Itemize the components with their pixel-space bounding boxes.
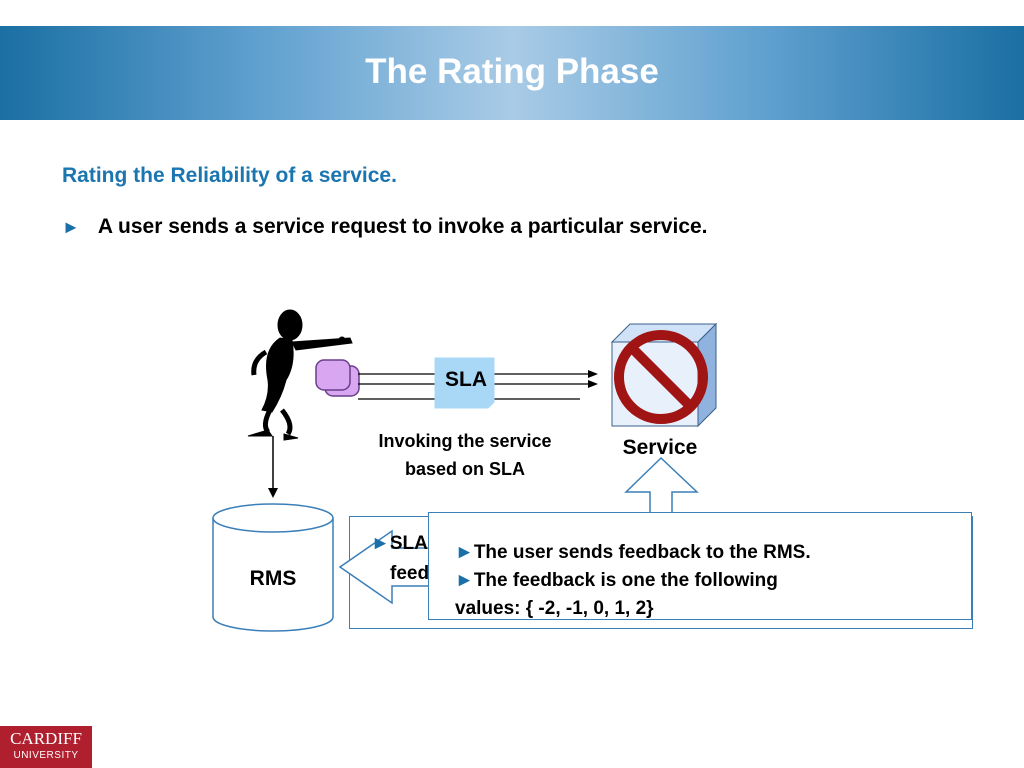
sla-document-icon bbox=[434, 357, 495, 409]
bullet-arrow-icon: ► bbox=[455, 542, 474, 563]
service-label: Service bbox=[622, 436, 698, 459]
sla-label: SLA bbox=[445, 368, 487, 391]
arrow-head-icon bbox=[588, 380, 598, 388]
behind-text-sla: SLA bbox=[389, 533, 428, 554]
message-scroll-icon bbox=[315, 359, 360, 397]
feedback-callout: ►The user sends feedback to the RMS. ►Th… bbox=[428, 512, 972, 620]
rms-label: RMS bbox=[249, 567, 297, 590]
bullet-arrow-icon: ► bbox=[371, 533, 390, 554]
user-figure-icon bbox=[247, 309, 353, 441]
arrow-head-icon bbox=[268, 488, 278, 498]
rms-database-icon bbox=[212, 503, 334, 632]
behind-text-line2: feed bbox=[390, 563, 430, 584]
invoke-label-line1: Invoking the service bbox=[378, 431, 552, 451]
callout-line3: values: { -2, -1, 0, 1, 2} bbox=[455, 598, 654, 619]
callout-line1: ►The user sends feedback to the RMS. bbox=[455, 539, 951, 567]
logo-line1: CARDIFF bbox=[10, 729, 82, 748]
cardiff-university-logo: CARDIFF UNIVERSITY bbox=[0, 726, 92, 768]
invoke-label-line2: based on SLA bbox=[404, 459, 525, 479]
bullet-point: ► A user sends a service request to invok… bbox=[62, 215, 708, 239]
bullet-text: A user sends a service request to invoke… bbox=[97, 215, 708, 238]
bullet-arrow-icon: ► bbox=[62, 217, 80, 237]
up-block-arrow bbox=[624, 456, 699, 521]
callout-text1: The user sends feedback to the RMS. bbox=[473, 542, 811, 563]
callout-text2: The feedback is one the following bbox=[473, 570, 778, 591]
prohibited-icon bbox=[614, 330, 708, 424]
arrow-head-icon bbox=[588, 370, 598, 378]
callout-line2: ►The feedback is one the following bbox=[455, 567, 951, 595]
title-banner bbox=[0, 26, 1024, 120]
page-title: The Rating Phase bbox=[365, 52, 659, 91]
bullet-arrow-icon: ► bbox=[455, 570, 474, 591]
logo-line2: UNIVERSITY bbox=[13, 750, 79, 761]
behind-text-line1: ►SLA bbox=[371, 533, 428, 555]
section-subtitle: Rating the Reliability of a service. bbox=[62, 164, 397, 187]
